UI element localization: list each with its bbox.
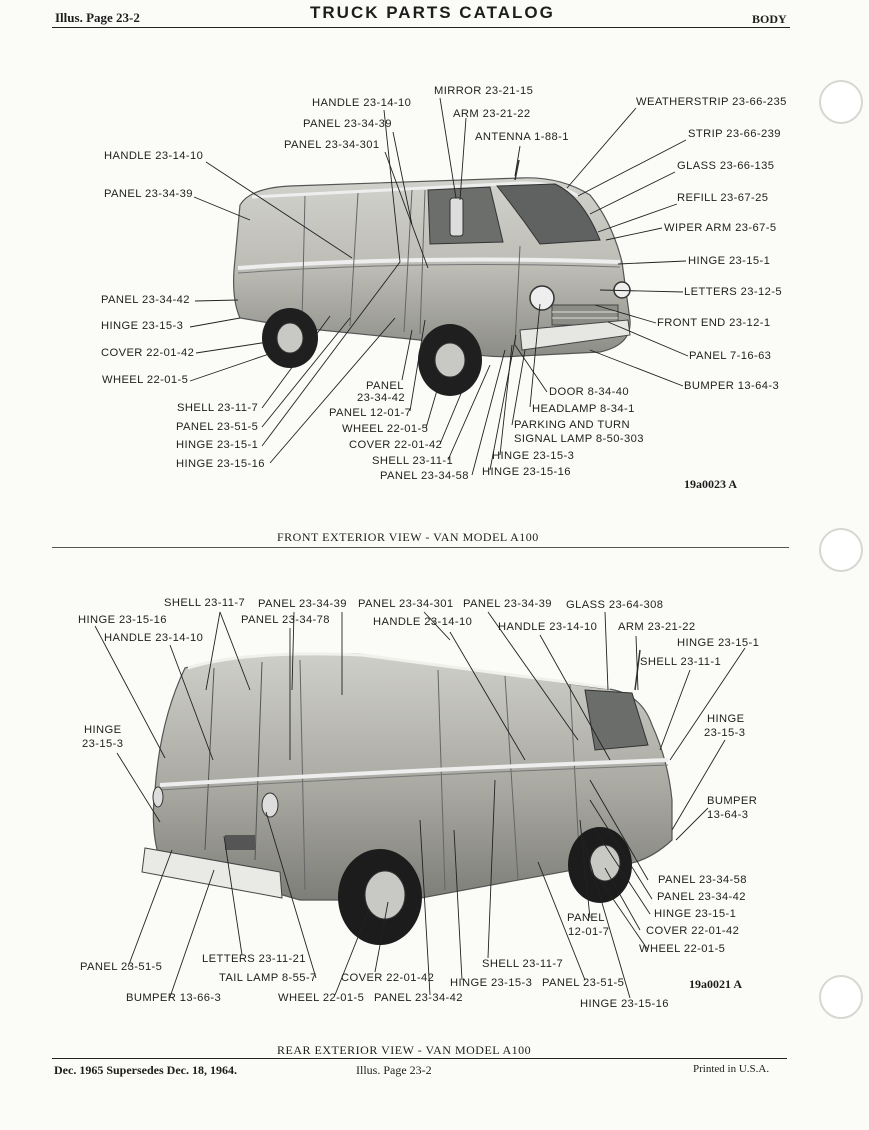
label-panel-m2: 12-01-7	[568, 926, 610, 938]
label-glass: GLASS 23-66-135	[677, 160, 775, 172]
label-panel-bottom: PANEL 23-51-5	[176, 421, 259, 433]
label-hinge-d1: HINGE 23-15-3	[492, 450, 575, 462]
label-door: DOOR 8-34-40	[549, 386, 630, 398]
binder-hole-1	[819, 80, 863, 124]
label-panel-c2: 23-34-42	[357, 392, 405, 404]
label-hinge-left: HINGE 23-15-3	[101, 320, 184, 332]
label-handle-left: HANDLE 23-14-10	[104, 150, 204, 162]
label-panel-m1: PANEL	[567, 912, 605, 924]
label-parking-2: SIGNAL LAMP 8-50-303	[514, 433, 644, 445]
rear-van-drawing	[141, 649, 673, 945]
label-panel-c4: PANEL 23-34-58	[380, 470, 469, 482]
footer-illus-page: Illus. Page 23-2	[356, 1063, 432, 1077]
label-arm: ARM 23-21-22	[453, 108, 531, 120]
label-panel-top2: PANEL 23-34-301	[284, 139, 380, 151]
label-panel-t3: PANEL 23-34-39	[463, 598, 552, 610]
label-headlamp: HEADLAMP 8-34-1	[532, 403, 635, 415]
label-panel-bottom-left: PANEL 23-51-5	[80, 961, 163, 973]
label-hinge-bottom-16: HINGE 23-15-16	[580, 998, 669, 1010]
label-antenna: ANTENNA 1-88-1	[475, 131, 569, 143]
label-panel-t2: PANEL 23-34-301	[358, 598, 454, 610]
header-rule	[52, 27, 790, 28]
label-panel-t4: PANEL 23-34-78	[241, 614, 330, 626]
label-bumper-right-1: BUMPER	[707, 795, 758, 807]
label-panel-58: PANEL 23-34-58	[658, 874, 747, 886]
label-hinge-top-right: HINGE 23-15-1	[677, 637, 760, 649]
label-glass-top: GLASS 23-64-308	[566, 599, 664, 611]
label-hinge-right-2: 23-15-3	[704, 727, 746, 739]
label-handle-t1: HANDLE 23-14-10	[373, 616, 473, 628]
label-panel-t1: PANEL 23-34-39	[258, 598, 347, 610]
label-arm-top: ARM 23-21-22	[618, 621, 696, 633]
rear-leader-lines	[94, 611, 746, 999]
header-illus-page: Illus. Page 23-2	[55, 10, 140, 25]
label-hinge-bottom-2: HINGE 23-15-16	[176, 458, 265, 470]
page-header: Illus. Page 23-2 TRUCK PARTS CATALOG BOD…	[0, 2, 869, 30]
label-hinge-right: HINGE 23-15-1	[688, 255, 771, 267]
label-panel-42: PANEL 23-34-42	[657, 891, 746, 903]
label-handle-top-left: HANDLE 23-14-10	[104, 632, 204, 644]
label-cover-right: COVER 22-01-42	[646, 925, 740, 937]
rear-figure-id: 19a0021 A	[689, 977, 743, 991]
label-panel-right: PANEL 7-16-63	[689, 350, 772, 362]
label-letters: LETTERS 23-12-5	[684, 286, 783, 298]
label-hinge-left-1: HINGE	[84, 724, 122, 736]
label-hinge-left-2: 23-15-3	[82, 738, 124, 750]
label-refill: REFILL 23-67-25	[677, 192, 769, 204]
header-section: BODY	[752, 12, 787, 26]
front-leader-lines	[189, 97, 689, 476]
label-bumper-bottom: BUMPER 13-66-3	[126, 992, 222, 1004]
label-shell-top: SHELL 23-11-7	[164, 597, 246, 609]
front-caption: FRONT EXTERIOR VIEW - VAN MODEL A100	[277, 530, 539, 544]
label-panel-c3: PANEL 12-01-7	[329, 407, 412, 419]
label-handle-top: HANDLE 23-14-10	[312, 97, 412, 109]
label-panel-left: PANEL 23-34-39	[104, 188, 193, 200]
label-panel-top1: PANEL 23-34-39	[303, 118, 392, 130]
header-catalog-title: TRUCK PARTS CATALOG	[310, 3, 555, 22]
label-shell-bottom: SHELL 23-11-7	[482, 958, 564, 970]
label-cover-center: COVER 22-01-42	[349, 439, 443, 451]
label-panel-c1: PANEL	[366, 380, 404, 392]
label-hinge-bottom-1: HINGE 23-15-1	[176, 439, 259, 451]
binder-hole-2	[819, 528, 863, 572]
label-front-end: FRONT END 23-12-1	[657, 317, 771, 329]
label-wheel-bottom: WHEEL 22-01-5	[278, 992, 365, 1004]
label-wheel-left: WHEEL 22-01-5	[102, 374, 189, 386]
label-hinge-bottom: HINGE 23-15-3	[450, 977, 533, 989]
label-strip: STRIP 23-66-239	[688, 128, 781, 140]
rear-caption: REAR EXTERIOR VIEW - VAN MODEL A100	[277, 1043, 532, 1057]
front-figure-id: 19a0023 A	[684, 477, 738, 491]
label-tail-lamp: TAIL LAMP 8-55-7	[219, 972, 317, 984]
label-panel-42: PANEL 23-34-42	[101, 294, 190, 306]
label-bumper-right-2: 13-64-3	[707, 809, 749, 821]
front-van-drawing	[233, 159, 631, 396]
label-handle-t2: HANDLE 23-14-10	[498, 621, 598, 633]
label-wiper-arm: WIPER ARM 23-67-5	[664, 222, 777, 234]
label-bumper: BUMPER 13-64-3	[684, 380, 780, 392]
label-cover-left: COVER 22-01-42	[101, 347, 195, 359]
footer-date: Dec. 1965 Supersedes Dec. 18, 1964.	[54, 1063, 237, 1077]
label-wheel-center: WHEEL 22-01-5	[342, 423, 429, 435]
label-parking-1: PARKING AND TURN	[514, 419, 631, 431]
footer-rule	[52, 1058, 787, 1059]
section-rule	[52, 547, 789, 548]
label-shell-center: SHELL 23-11-1	[372, 455, 454, 467]
footer-printed: Printed in U.S.A.	[693, 1063, 770, 1075]
label-cover-bottom: COVER 22-01-42	[341, 972, 435, 984]
label-panel-bottom-42: PANEL 23-34-42	[374, 992, 463, 1004]
label-mirror: MIRROR 23-21-15	[434, 85, 534, 97]
label-weatherstrip: WEATHERSTRIP 23-66-235	[636, 96, 787, 108]
label-hinge-151: HINGE 23-15-1	[654, 908, 737, 920]
binder-hole-3	[819, 975, 863, 1019]
label-hinge-right-1: HINGE	[707, 713, 745, 725]
label-letters-bottom: LETTERS 23-11-21	[202, 953, 306, 965]
label-shell-bottom: SHELL 23-11-7	[177, 402, 259, 414]
label-shell-top-right: SHELL 23-11-1	[640, 656, 722, 668]
label-panel-bottom-515: PANEL 23-51-5	[542, 977, 625, 989]
label-wheel-right: WHEEL 22-01-5	[639, 943, 726, 955]
label-hinge-d2: HINGE 23-15-16	[482, 466, 571, 478]
label-hinge-top-left: HINGE 23-15-16	[78, 614, 167, 626]
